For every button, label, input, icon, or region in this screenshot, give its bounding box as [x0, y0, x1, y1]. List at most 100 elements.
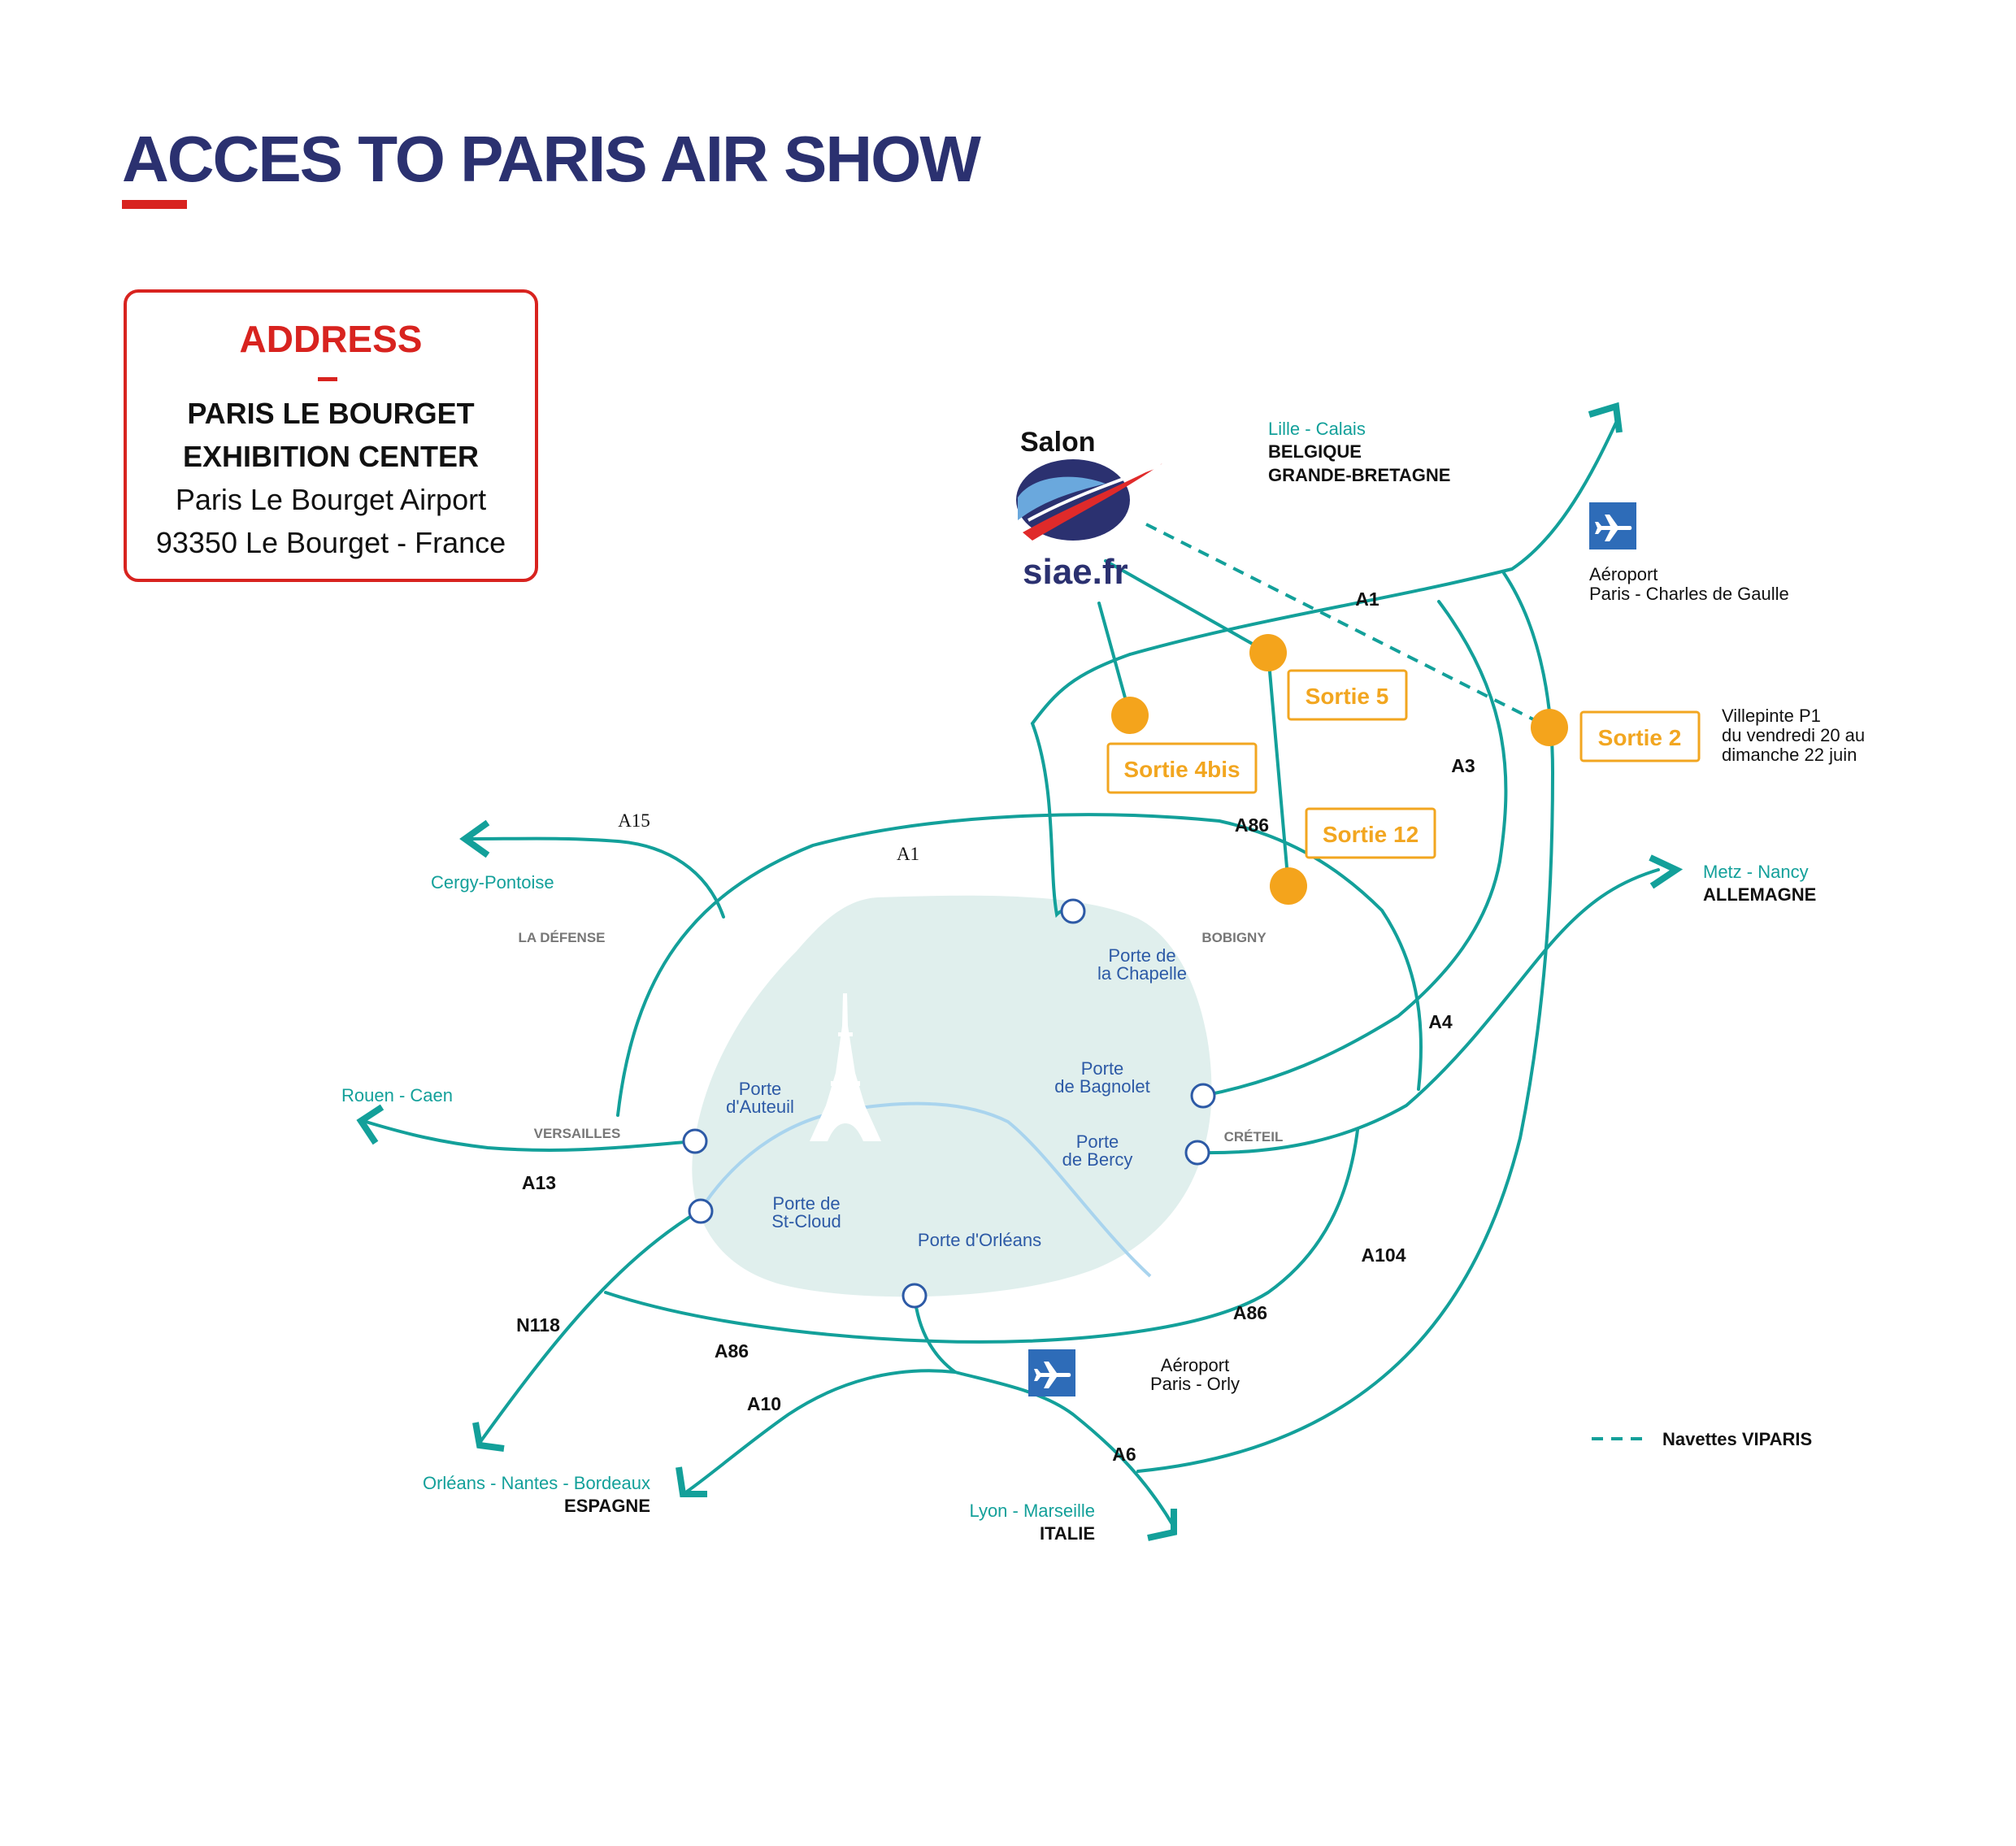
road-network: [364, 421, 1660, 1530]
orly-airport-label-2: Paris - Orly: [1150, 1374, 1240, 1394]
porte-auteuil-label-2: d'Auteuil: [726, 1097, 794, 1117]
porte-marker-orleans: [902, 1283, 928, 1309]
siae-logo: Salon siae.fr: [1016, 427, 1162, 592]
svg-text:Sortie 5: Sortie 5: [1306, 684, 1389, 709]
road-label-a86-se: A86: [1233, 1302, 1267, 1323]
road-label-a86-s: A86: [715, 1340, 749, 1362]
dest-lille-country-1: BELGIQUE: [1268, 441, 1362, 462]
address-line-2: EXHIBITION CENTER: [182, 440, 480, 473]
dest-lyon-country: ITALIE: [1040, 1523, 1095, 1544]
porte-auteuil-label-1: Porte: [739, 1079, 782, 1099]
area-bobigny: BOBIGNY: [1201, 930, 1267, 945]
arrow-orleans: [472, 1422, 505, 1452]
exit-dot-sortie12: [1270, 867, 1307, 905]
direction-arrows: [356, 402, 1684, 1541]
road-logo-sortie4bis: [1097, 602, 1132, 717]
road-a10: [685, 1369, 957, 1493]
viparis-shuttle-line: [1145, 523, 1550, 729]
porte-bagnolet-label-1: Porte: [1081, 1058, 1124, 1079]
cdg-airport-label-2: Paris - Charles de Gaulle: [1589, 584, 1789, 604]
logo-bottom-text: siae.fr: [1023, 552, 1128, 592]
road-a4: [1196, 868, 1660, 1155]
area-versailles: VERSAILLES: [534, 1126, 621, 1141]
road-label-a86-ne: A86: [1235, 814, 1269, 836]
address-dash: [318, 377, 337, 381]
villepinte-line-3: dimanche 22 juin: [1722, 745, 1857, 765]
road-label-a15: A15: [618, 810, 650, 831]
road-n118: [478, 1210, 701, 1444]
porte-marker-bagnolet: [1190, 1083, 1216, 1109]
porte-st-cloud-label-2: St-Cloud: [771, 1211, 841, 1231]
porte-bagnolet-label-2: de Bagnolet: [1054, 1076, 1149, 1097]
porte-marker-chapelle: [1060, 898, 1086, 924]
road-label-a4: A4: [1428, 1011, 1453, 1032]
dest-lille-city: Lille - Calais: [1268, 419, 1366, 439]
road-a1-west: [616, 813, 1423, 1117]
airplane-icon-cdg: [1589, 502, 1636, 549]
porte-chapelle-label-1: Porte de: [1108, 945, 1175, 966]
road-a104: [1136, 571, 1555, 1473]
porte-marker-auteuil: [682, 1128, 708, 1154]
dest-orleans-city: Orléans - Nantes - Bordeaux: [423, 1473, 650, 1493]
road-sortie4bis-chapelle: [1030, 653, 1132, 919]
address-line-1: PARIS LE BOURGET: [187, 397, 475, 430]
porte-marker-bercy: [1184, 1140, 1210, 1166]
area-la-defense: LA DÉFENSE: [518, 930, 605, 945]
road-label-a104: A104: [1362, 1244, 1406, 1266]
porte-st-cloud-label-1: Porte de: [772, 1193, 840, 1214]
legend-shuttle-label: Navettes VIPARIS: [1662, 1429, 1812, 1449]
dest-metz-city: Metz - Nancy: [1703, 862, 1809, 882]
address-box: ADDRESS PARIS LE BOURGET EXHIBITION CENT…: [124, 289, 538, 582]
road-label-a6: A6: [1112, 1444, 1136, 1465]
dest-orleans-country: ESPAGNE: [564, 1496, 650, 1516]
eiffel-tower-icon: [810, 993, 881, 1141]
paris-area: [692, 895, 1212, 1297]
porte-orleans-label: Porte d'Orléans: [918, 1230, 1041, 1250]
orly-airport-label-1: Aéroport: [1161, 1355, 1229, 1375]
airplane-icon-orly: [1028, 1349, 1075, 1396]
arrow-rouen: [356, 1104, 385, 1145]
arrow-lille: [1588, 402, 1623, 433]
title-underline: [122, 200, 187, 209]
arrow-lyon: [1147, 1509, 1177, 1541]
villepinte-line-2: du vendredi 20 au: [1722, 725, 1865, 745]
address-line-3: Paris Le Bourget Airport: [175, 483, 487, 516]
road-a15: [468, 836, 725, 919]
svg-text:Sortie 4bis: Sortie 4bis: [1123, 757, 1240, 782]
svg-text:Sortie 12: Sortie 12: [1323, 822, 1419, 847]
road-label-a13: A13: [522, 1172, 556, 1193]
road-sortie5-sortie12: [1267, 651, 1290, 888]
svg-text:Sortie 2: Sortie 2: [1598, 725, 1682, 750]
exit-label-sortie5: Sortie 5: [1287, 669, 1408, 721]
villepinte-line-1: Villepinte P1: [1722, 706, 1821, 726]
porte-marker-st-cloud: [688, 1198, 714, 1224]
address-line-4: 93350 Le Bourget - France: [155, 526, 506, 559]
road-label-a10: A10: [747, 1393, 781, 1414]
road-a13: [364, 1120, 697, 1152]
road-label-a3: A3: [1451, 755, 1475, 776]
seine-river: [699, 1101, 1152, 1278]
dest-lyon-city: Lyon - Marseille: [970, 1501, 1095, 1521]
porte-bercy-label-2: de Bercy: [1062, 1149, 1133, 1170]
arrow-a10: [676, 1466, 707, 1497]
logo-top-text: Salon: [1020, 427, 1096, 458]
area-creteil: CRÉTEIL: [1224, 1129, 1284, 1145]
porte-bercy-label-1: Porte: [1076, 1131, 1119, 1152]
cdg-airport-label-1: Aéroport: [1589, 564, 1658, 584]
road-label-a1-west: A1: [897, 844, 919, 864]
exit-label-sortie12: Sortie 12: [1305, 807, 1436, 859]
dest-metz-country: ALLEMAGNE: [1703, 884, 1816, 905]
page-title: ACCES TO PARIS AIR SHOW: [122, 123, 981, 195]
dest-lille-country-2: GRANDE-BRETAGNE: [1268, 465, 1450, 485]
road-a3: [1201, 600, 1508, 1097]
road-label-a1-north: A1: [1355, 589, 1379, 610]
legend: Navettes VIPARIS: [1592, 1429, 1812, 1449]
dest-rouen-city: Rouen - Caen: [341, 1085, 453, 1105]
road-label-n118: N118: [516, 1314, 560, 1336]
arrow-metz: [1649, 854, 1684, 889]
road-logo-sortie5: [1104, 559, 1270, 654]
exit-dot-sortie2: [1531, 709, 1568, 746]
exit-dot-sortie5: [1249, 634, 1287, 671]
exit-label-sortie2: Sortie 2: [1579, 710, 1701, 762]
exit-label-sortie4bis: Sortie 4bis: [1106, 742, 1258, 794]
